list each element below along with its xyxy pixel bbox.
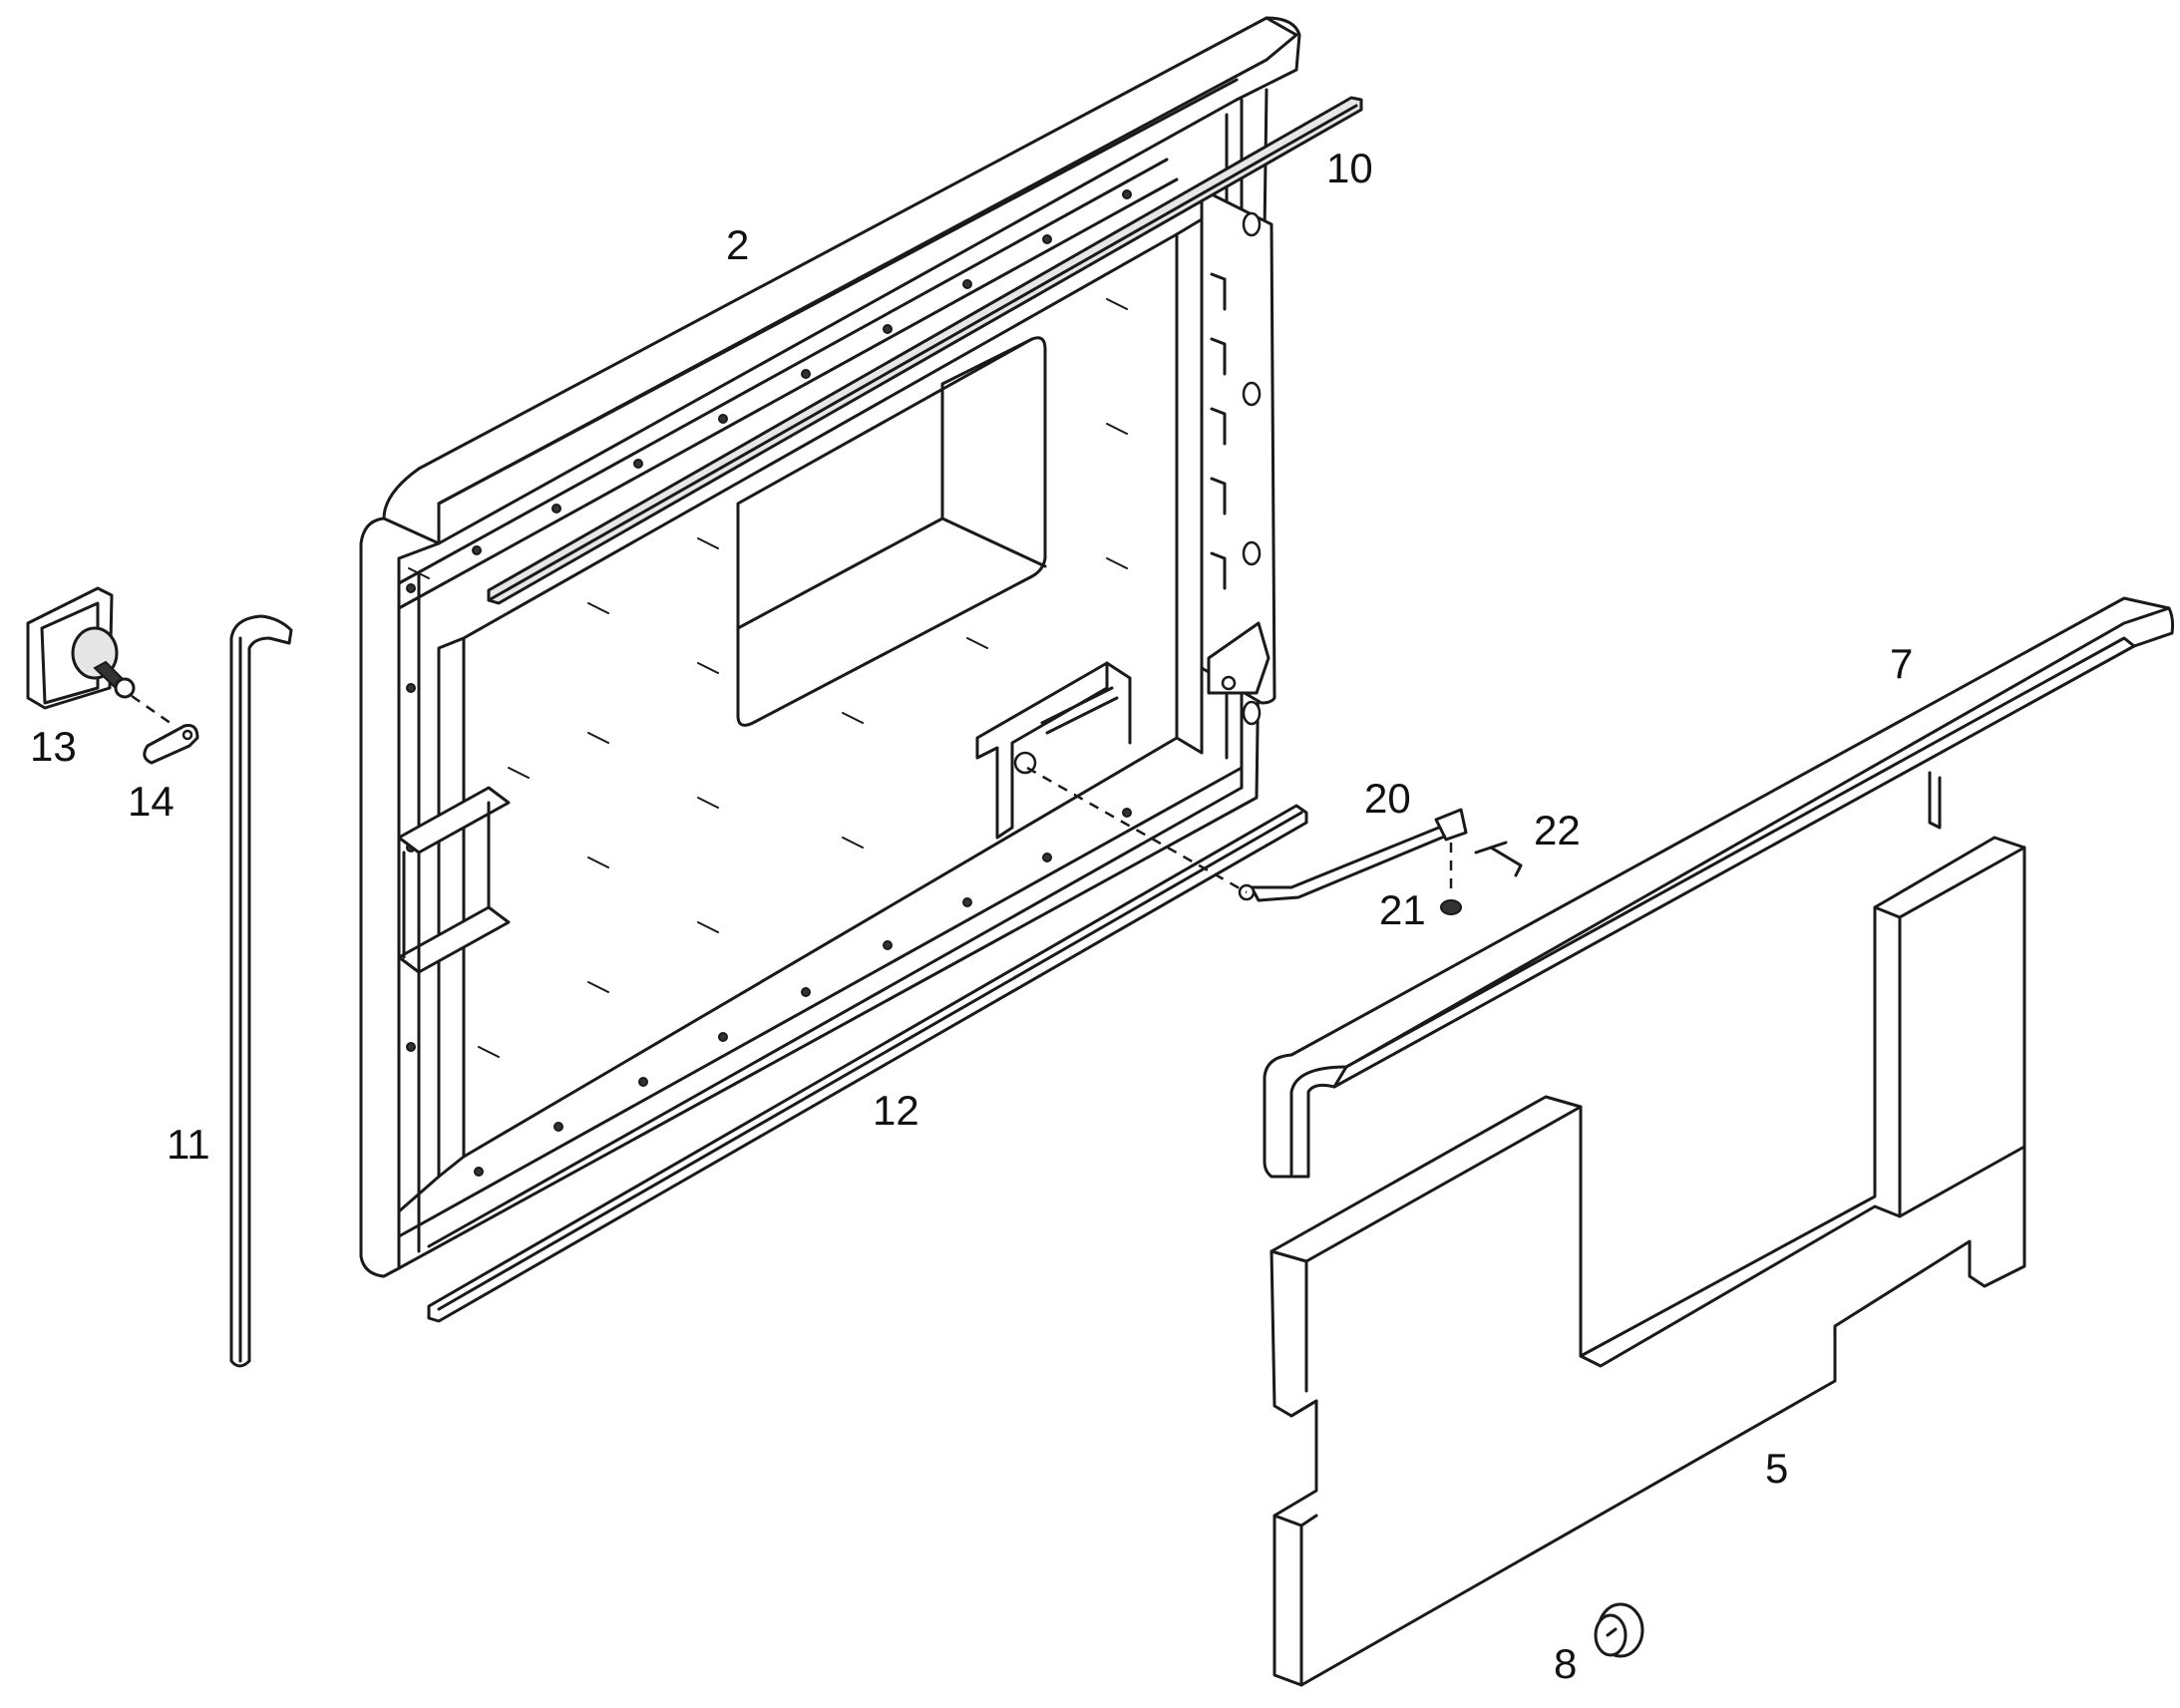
callout-2: 2 bbox=[726, 221, 750, 268]
part-22-cotter-pin bbox=[1474, 841, 1523, 877]
callout-22: 22 bbox=[1534, 807, 1581, 854]
callout-14: 14 bbox=[128, 778, 175, 825]
callout-8: 8 bbox=[1554, 1640, 1578, 1687]
part-21-washer bbox=[1440, 843, 1462, 915]
callout-10: 10 bbox=[1326, 145, 1373, 191]
callout-21: 21 bbox=[1379, 886, 1426, 933]
part-2-door-frame bbox=[359, 16, 1301, 1278]
part-14-clip bbox=[131, 694, 199, 765]
callout-13: 13 bbox=[30, 723, 77, 770]
part-7-top-seal bbox=[1263, 596, 2175, 1179]
callout-5: 5 bbox=[1765, 1445, 1789, 1492]
callout-12: 12 bbox=[873, 1087, 919, 1134]
part-20-link-rod bbox=[1026, 766, 1468, 902]
callout-20: 20 bbox=[1364, 775, 1411, 822]
part-8-plug bbox=[1594, 1602, 1644, 1658]
part-11-rod bbox=[229, 614, 293, 1368]
part-13-lock bbox=[26, 586, 136, 710]
part-5-foam-panel bbox=[1270, 836, 2026, 1687]
callout-7: 7 bbox=[1890, 640, 1914, 687]
part-12-bottom-strip bbox=[427, 804, 1308, 1323]
callout-11: 11 bbox=[167, 1121, 210, 1168]
part-10-top-strip bbox=[487, 96, 1363, 605]
